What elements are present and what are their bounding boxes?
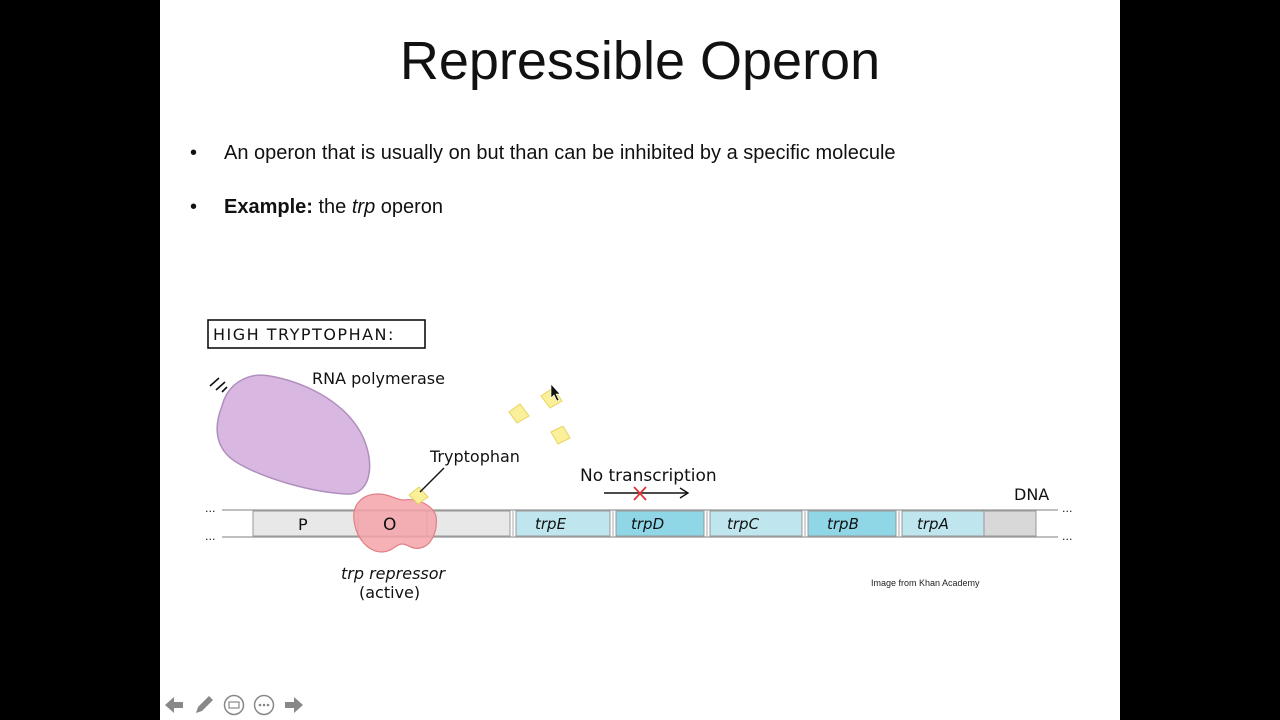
pen-tool-button[interactable] — [192, 693, 216, 717]
gene-trpC — [709, 510, 803, 537]
gene-trpD — [615, 510, 705, 537]
bullet-label: Example: — [224, 196, 313, 218]
tryptophan-label: Tryptophan — [429, 447, 520, 466]
next-slide-button[interactable] — [282, 693, 306, 717]
bullet-text: An operon that is usually on but than ca… — [224, 142, 896, 164]
dna-ellipsis-right-bottom: ... — [1062, 530, 1073, 543]
slide: Repressible Operon • An operon that is u… — [160, 0, 1120, 720]
arrow-right-icon — [285, 697, 303, 713]
bullet-pre: the — [312, 196, 352, 218]
tryptophan-molecule — [508, 403, 530, 424]
blocked-x-icon — [633, 486, 647, 501]
bullet-post: operon — [375, 196, 444, 218]
bullet-marker: • — [190, 196, 198, 218]
rna-polymerase-shape — [216, 374, 371, 495]
gene-trpE — [515, 510, 611, 537]
bullet-text: Example: the trp operon — [224, 196, 443, 219]
arrow-left-icon — [165, 697, 183, 713]
slide-overview-button[interactable] — [222, 693, 246, 717]
gene-label: trpD — [631, 515, 664, 533]
slide-title: Repressible Operon — [399, 31, 881, 91]
gene-row: trpE trpD trpC trpB trpA — [512, 510, 1037, 537]
gene-label: trpB — [827, 515, 859, 533]
dna-label: DNA — [1014, 485, 1049, 504]
presentation-toolbar — [162, 692, 312, 718]
previous-slide-button[interactable] — [162, 693, 186, 717]
trp-repressor-shape — [353, 493, 437, 553]
condition-box — [207, 319, 426, 349]
pencil-icon — [196, 696, 213, 713]
tryptophan-pointer — [419, 467, 445, 493]
mouse-cursor-icon — [550, 383, 561, 402]
repressor-label: trp repressor — [341, 564, 447, 583]
more-icon — [253, 694, 275, 716]
bullet-marker: • — [190, 142, 198, 164]
gene-label: trpA — [917, 515, 949, 533]
dna-ellipsis-right-top: ... — [1062, 502, 1073, 515]
image-credit: Image from Khan Academy — [871, 578, 980, 588]
repressor-label-line2: (active) — [359, 583, 420, 602]
tryptophan-molecule — [550, 425, 571, 445]
transcription-arrowhead — [679, 487, 690, 499]
slide-grid-icon — [223, 694, 245, 716]
gene-trpB — [807, 510, 897, 537]
operator-label: O — [383, 515, 396, 535]
no-transcription-label: No transcription — [580, 466, 717, 486]
condition-label: HIGH TRYPTOPHAN: — [213, 325, 395, 344]
dna-ellipsis-left-bottom: ... — [205, 530, 216, 543]
dna-ellipsis-left-top: ... — [205, 502, 216, 515]
gene-label: trpE — [535, 515, 567, 533]
operon-diagram: HIGH TRYPTOPHAN: ... ... ... ... P trpE … — [205, 319, 1073, 602]
tryptophan-molecule — [540, 387, 563, 409]
more-options-button[interactable] — [252, 693, 276, 717]
rna-polymerase-label: RNA polymerase — [312, 369, 445, 388]
tryptophan-bound — [408, 486, 429, 505]
gene-label: trpC — [727, 515, 760, 533]
terminator-region — [983, 510, 1037, 537]
motion-marks — [209, 377, 228, 393]
repressor-label-line1: trp repressor — [341, 564, 447, 583]
promoter-label: P — [298, 515, 308, 534]
bullet-italic: trp — [351, 196, 376, 218]
